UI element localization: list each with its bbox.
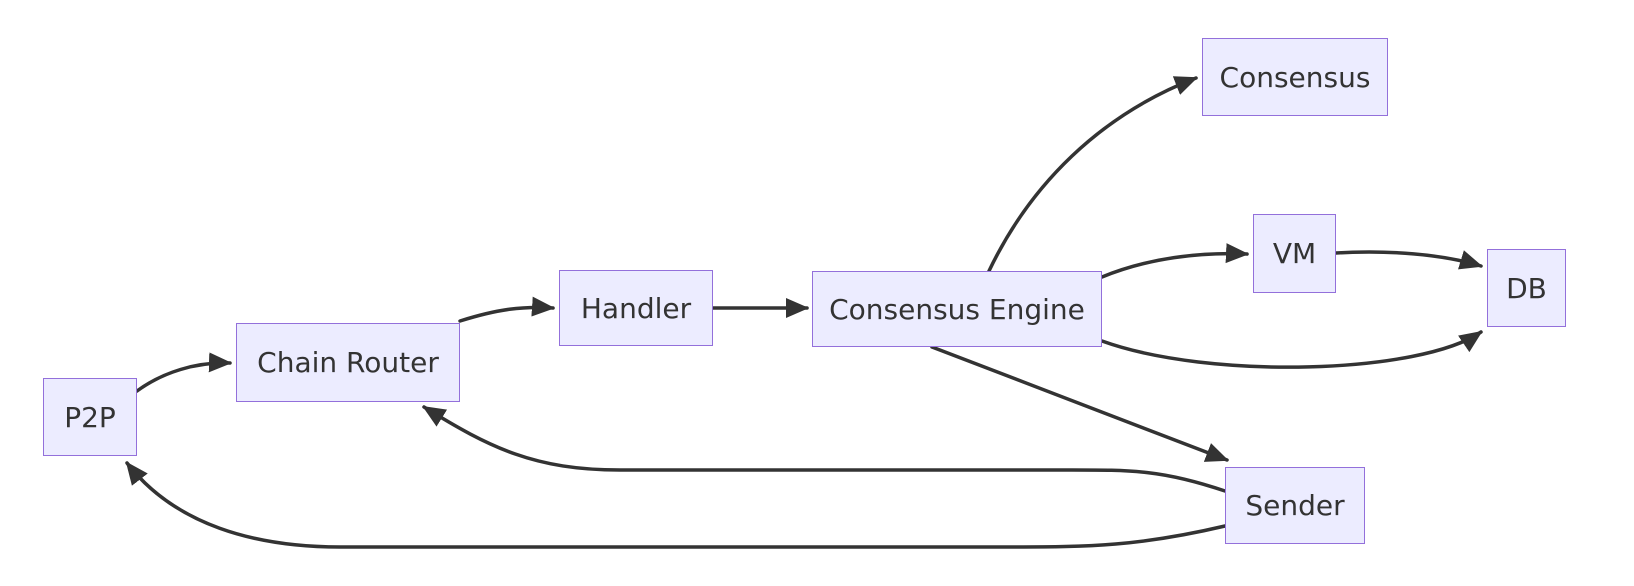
- node-vm-label: VM: [1272, 237, 1317, 270]
- edge-sender-to-chain-router: [422, 405, 1227, 493]
- node-chain-router-label: Chain Router: [257, 346, 439, 379]
- edge-sender-to-p2p: [125, 461, 1227, 549]
- node-handler: Handler: [559, 270, 713, 346]
- node-vm: VM: [1253, 214, 1336, 293]
- edge-consensus-engine-to-db: [1100, 330, 1483, 369]
- node-chain-router: Chain Router: [236, 323, 460, 402]
- edge-consensus-engine-to-sender: [930, 345, 1229, 462]
- edge-consensus-engine-to-consensus: [987, 76, 1198, 273]
- node-db: DB: [1487, 249, 1566, 327]
- node-consensus-engine-label: Consensus Engine: [829, 292, 1085, 326]
- node-db-label: DB: [1506, 271, 1547, 305]
- node-consensus: Consensus: [1202, 38, 1388, 116]
- node-handler-label: Handler: [580, 291, 692, 325]
- node-p2p: P2P: [43, 378, 137, 456]
- edge-p2p-to-chain-router: [135, 352, 232, 393]
- node-sender-label: Sender: [1245, 489, 1345, 522]
- edge-consensus-engine-to-vm: [1100, 243, 1249, 279]
- node-sender: Sender: [1225, 467, 1365, 544]
- edge-vm-to-db: [1334, 250, 1483, 270]
- node-consensus-engine: Consensus Engine: [812, 271, 1102, 347]
- edge-chain-router-to-handler: [458, 296, 555, 323]
- node-p2p-label: P2P: [64, 400, 116, 434]
- node-consensus-label: Consensus: [1219, 60, 1371, 94]
